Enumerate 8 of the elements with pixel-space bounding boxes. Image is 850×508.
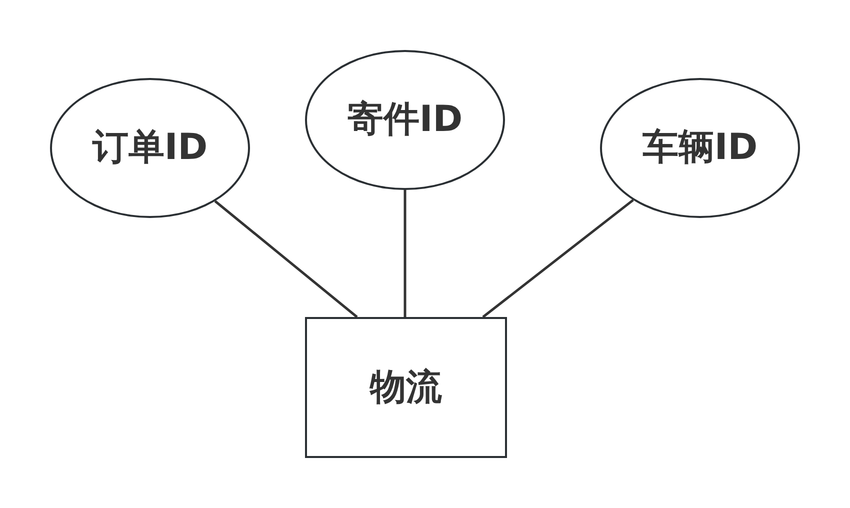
node-label: 订单ID [92, 126, 208, 170]
connector-line [214, 200, 358, 318]
node-label: 寄件ID [347, 98, 463, 142]
connector-line [482, 199, 634, 318]
connector-line [404, 190, 406, 317]
node-label: 物流 [370, 366, 442, 410]
node-label: 车辆ID [642, 126, 758, 170]
entity-box [305, 317, 507, 458]
